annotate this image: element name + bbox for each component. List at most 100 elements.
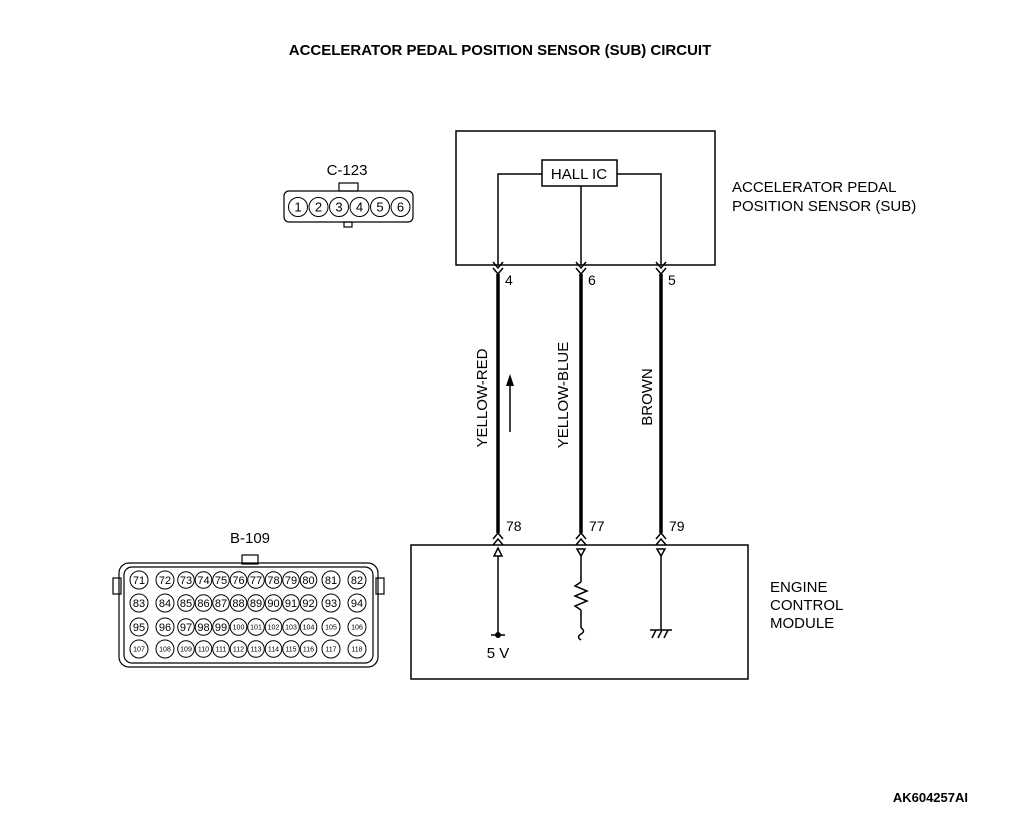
ecm-connector — [112, 554, 385, 668]
connector-pin: 73 — [177, 571, 195, 589]
connector-pin-circle — [347, 593, 367, 613]
connector-pin-circle — [321, 617, 341, 637]
connector-pin-circle — [299, 618, 318, 636]
ecm-pin-label: 79 — [669, 518, 685, 534]
connector-pin-number: 115 — [285, 647, 296, 654]
connector-pin-circle — [299, 594, 318, 612]
connector-pin-number: 90 — [267, 598, 279, 610]
sensor-internal-wiring — [497, 173, 662, 265]
connector-pin: 104 — [299, 618, 318, 636]
connector-pin: 5 — [370, 197, 390, 217]
connector-pin-number: 82 — [351, 575, 363, 587]
connector-pin-circle — [264, 571, 283, 589]
connector-pin-number: 78 — [267, 575, 279, 587]
sensor-pin-label: 4 — [505, 272, 513, 288]
connector-pin-circle — [194, 594, 213, 612]
connector-pin: 92 — [299, 594, 318, 612]
connector-pin-circle — [177, 571, 195, 589]
connector-pin-number: 97 — [180, 622, 192, 634]
sensor-name-line1: ACCELERATOR PEDAL — [732, 179, 897, 196]
connector-pin-circle — [177, 594, 195, 612]
ecm-box — [410, 544, 749, 680]
connector-pin-circle — [229, 618, 248, 636]
ecm-pin-label: 78 — [506, 518, 522, 534]
connector-pin-number: 95 — [133, 622, 145, 634]
connector-pin: 117 — [321, 639, 341, 659]
connector-pin-number: 85 — [180, 598, 192, 610]
connector-pin: 89 — [247, 594, 265, 612]
connector-pin-number: 2 — [315, 200, 322, 215]
connector-pin-number: 93 — [325, 598, 337, 610]
connector-pin: 108 — [155, 639, 175, 659]
sensor-connector — [283, 182, 414, 228]
connector-pin-circle — [194, 640, 213, 658]
connector-pin-circle — [347, 639, 367, 659]
connector-pin-circle — [370, 197, 390, 217]
connector-pin-circle — [321, 593, 341, 613]
connector-pin-number: 5 — [376, 200, 383, 215]
connector-pin: 83 — [129, 593, 149, 613]
connector-pin-number: 109 — [180, 647, 192, 654]
connector-pin-number: 4 — [356, 200, 363, 215]
connector-pin: 4 — [349, 197, 370, 217]
connector-pin: 6 — [390, 197, 411, 217]
ecm-pin-label: 77 — [589, 518, 605, 534]
connector-pin-circle — [288, 197, 308, 217]
connector-pin: 93 — [321, 593, 341, 613]
connector-pin-number: 96 — [159, 622, 171, 634]
connector-pin-circle — [129, 639, 149, 659]
connector-pin: 80 — [299, 571, 318, 589]
connector-pin: 98 — [194, 618, 213, 636]
connector-pin: 76 — [229, 571, 248, 589]
connector-pin-number: 3 — [335, 200, 342, 215]
connector-pin: 96 — [155, 617, 175, 637]
connector-pin: 110 — [194, 640, 213, 658]
connector-pin: 101 — [247, 618, 265, 636]
connector-pin: 77 — [247, 571, 265, 589]
connector-pin: 116 — [299, 640, 318, 658]
connector-pin-circle — [264, 594, 283, 612]
connector-pin-number: 74 — [197, 575, 209, 587]
connector-pin-number: 100 — [233, 625, 245, 632]
ecm-name-line3: MODULE — [770, 615, 834, 632]
connector-pin: 82 — [347, 570, 367, 590]
connector-pin: 79 — [282, 571, 300, 589]
connector-pin: 100 — [229, 618, 248, 636]
connector-pin-number: 118 — [351, 647, 362, 654]
connector-pin-circle — [299, 640, 318, 658]
connector-pin-circle — [347, 617, 367, 637]
connector-pin: 109 — [177, 640, 195, 658]
connector-pin-circle — [155, 639, 175, 659]
sensor-pin-terminals — [492, 261, 667, 276]
connector-pin-circle — [177, 640, 195, 658]
connector-pin: 85 — [177, 594, 195, 612]
connector-pin-number: 77 — [250, 575, 262, 587]
connector-pin: 105 — [321, 617, 341, 637]
connector-pin-circle — [264, 618, 283, 636]
connector-pin-circle — [212, 618, 230, 636]
connector-pin-circle — [155, 593, 175, 613]
wire-color-label: YELLOW-BLUE — [555, 342, 572, 448]
wire-color-label: BROWN — [639, 368, 656, 426]
connector-pin-number: 108 — [159, 647, 171, 654]
connector-pin-circle — [229, 594, 248, 612]
connector-pin-circle — [155, 570, 175, 590]
harness-wires — [496, 274, 663, 533]
sensor-connector-id: C-123 — [327, 162, 368, 179]
connector-pin-number: 98 — [197, 622, 209, 634]
connector-pin-number: 73 — [180, 575, 192, 587]
connector-pin: 114 — [264, 640, 283, 658]
connector-pin-number: 94 — [351, 598, 363, 610]
connector-pin: 106 — [347, 617, 367, 637]
ecm-connector-id: B-109 — [230, 530, 270, 547]
connector-pin: 81 — [321, 570, 341, 590]
connector-pin-number: 79 — [285, 575, 297, 587]
connector-pin-circle — [247, 640, 265, 658]
connector-pin-number: 117 — [325, 647, 336, 654]
connector-pin: 71 — [129, 570, 149, 590]
sensor-pin-label: 6 — [588, 272, 596, 288]
connector-pin: 84 — [155, 593, 175, 613]
ecm-pin-terminals — [492, 531, 667, 546]
connector-pin-circle — [212, 594, 230, 612]
